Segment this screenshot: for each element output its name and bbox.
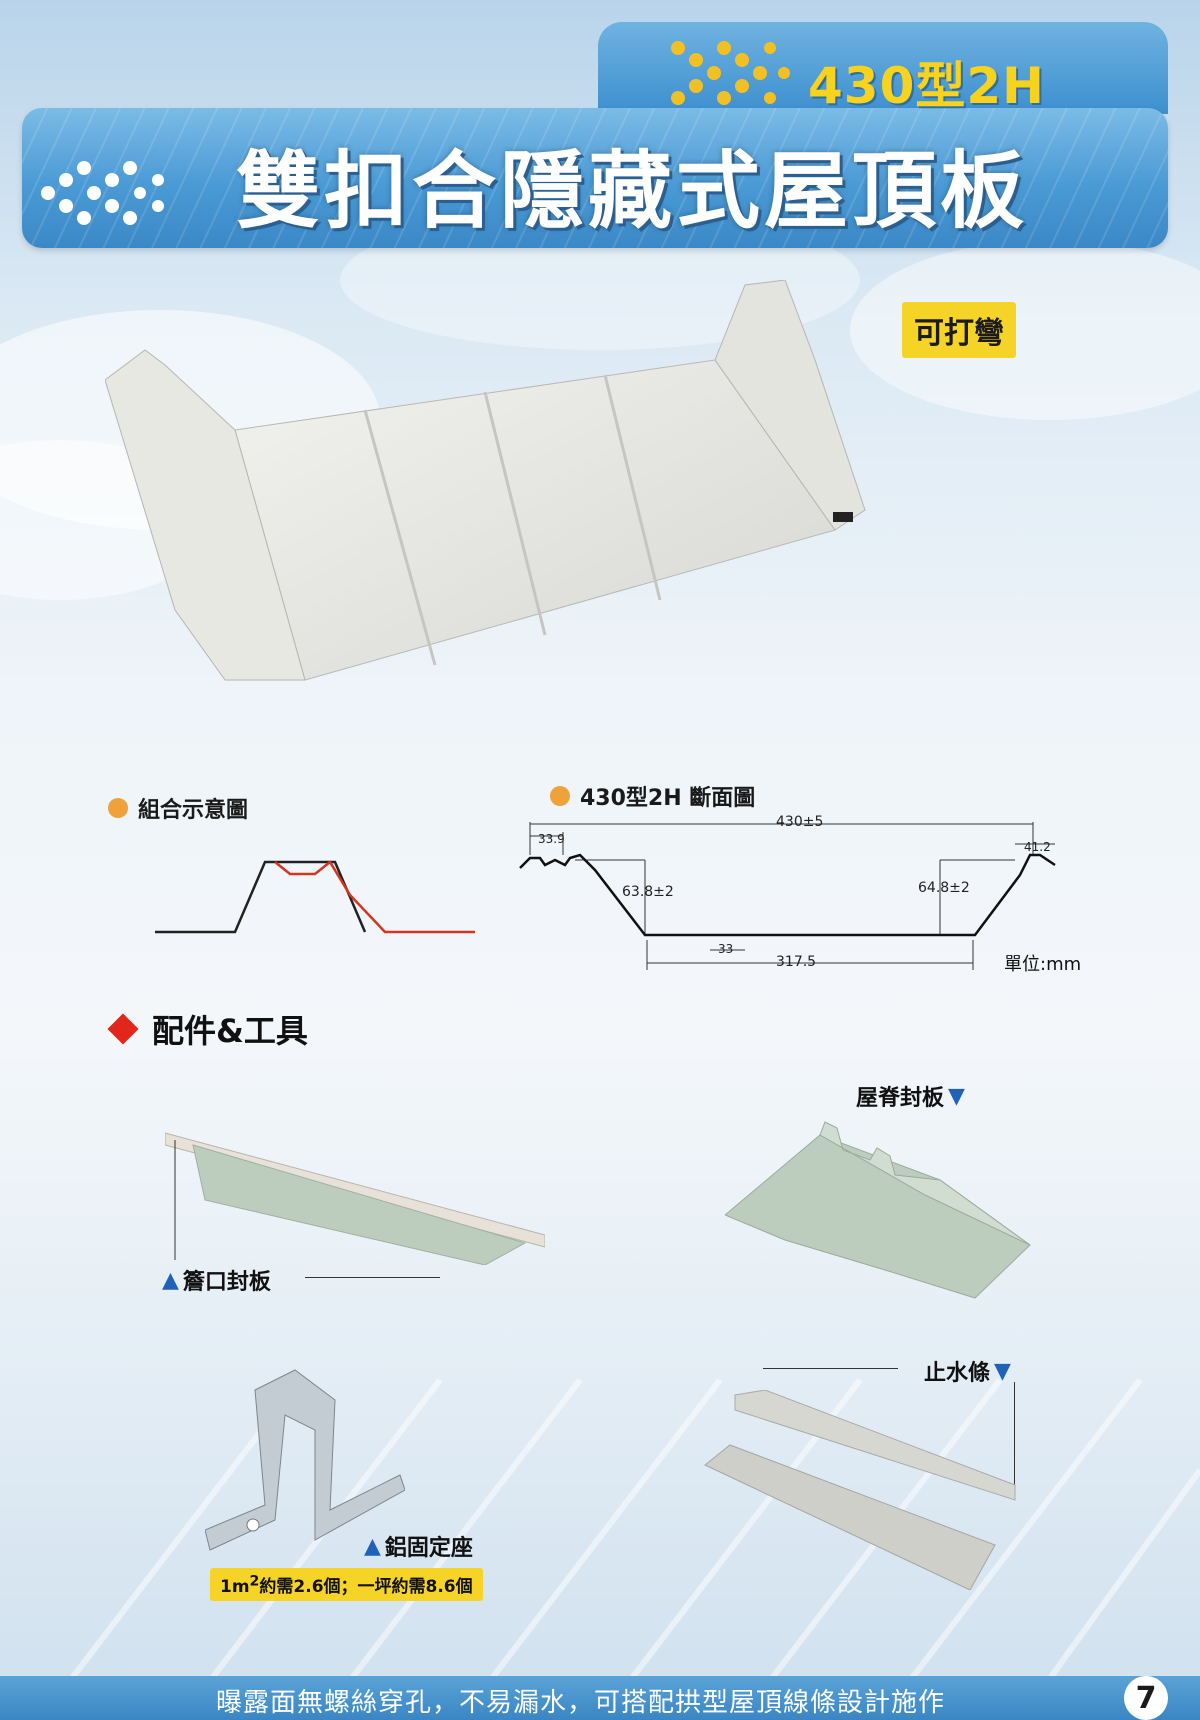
banner-tab [598, 22, 1168, 114]
leader-line [1014, 1382, 1015, 1488]
roof-panel-image [105, 280, 866, 681]
center-rib-dimension: 33 [718, 942, 734, 956]
unit-label: 單位:mm [1004, 954, 1082, 975]
eave-closure-image [165, 1132, 545, 1265]
assembly-diagram-heading: 組合示意圖 [108, 792, 248, 824]
left-height-dimension: 63.8±2 [622, 884, 674, 900]
arrow-dots-icon [41, 161, 164, 225]
leader-line [305, 1277, 440, 1278]
title-banner [22, 108, 1168, 248]
accessories-heading: 配件&工具 [107, 1006, 308, 1052]
cross-section-heading: 430型2H 斷面圖 [550, 780, 755, 812]
model-label: 430型2H [808, 57, 1046, 115]
total-width-dimension: 430±5 [776, 814, 824, 830]
triangle-up-icon: ▲ [162, 1267, 179, 1293]
page-number: 7 [1124, 1676, 1168, 1720]
water-stop-label: 止水條 ▼ [924, 1358, 1011, 1387]
flat-width-dimension: 317.5 [776, 954, 817, 970]
left-rib-dimension: 33.9 [538, 832, 565, 846]
red-diamond-icon [107, 1013, 139, 1045]
right-rib-dimension: 41.2 [1024, 840, 1051, 854]
triangle-down-icon: ▼ [994, 1358, 1011, 1384]
ridge-cap-label: 屋脊封板 ▼ [856, 1083, 965, 1112]
triangle-up-icon: ▲ [364, 1533, 381, 1559]
eave-closure-label: ▲ 簷口封板 [162, 1267, 271, 1296]
clip-label: ▲ 鋁固定座 [364, 1533, 473, 1562]
right-height-dimension: 64.8±2 [918, 880, 970, 896]
ridge-cap-image [725, 1121, 1031, 1299]
footer-text: 曝露面無螺絲穿孔，不易漏水，可搭配拱型屋頂線條設計施作 [216, 1688, 946, 1718]
assembly-diagram [155, 860, 475, 934]
clip-image [205, 1369, 405, 1551]
water-stop-image [704, 1390, 1016, 1590]
bullet-dot-icon [550, 786, 570, 806]
leader-line [763, 1368, 898, 1369]
clip-quantity-note: 1m2約需2.6個；一坪約需8.6個 [210, 1568, 483, 1601]
arrow-dots-icon [671, 41, 790, 105]
triangle-down-icon: ▼ [948, 1083, 965, 1109]
cross-section-diagram [519, 822, 1056, 970]
bendable-badge: 可打彎 [902, 302, 1016, 358]
page-title: 雙扣合隱藏式屋頂板 [236, 142, 1029, 240]
footer-bar [0, 1676, 1200, 1720]
bullet-dot-icon [108, 798, 128, 818]
